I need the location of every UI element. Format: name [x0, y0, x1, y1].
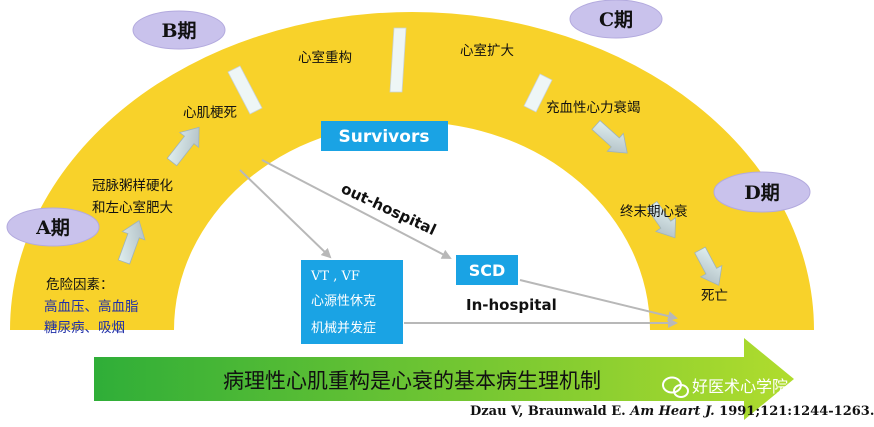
citation-authors: Dzau V, Braunwald E.	[470, 404, 626, 419]
risk-factors-line1: 高血压、高血脂	[44, 298, 139, 315]
atherosclerosis-line1: 冠脉粥样硬化	[92, 177, 173, 194]
watermark: 好医术心学院	[662, 376, 788, 398]
phase-b-label: B期	[161, 20, 196, 42]
mechanism-banner: 病理性心肌重构是心衰的基本病生理机制	[94, 338, 794, 420]
citation-journal: Am Heart J.	[630, 404, 715, 419]
citation-details: 1991;121:1244-1263.	[719, 404, 874, 419]
death-label: 死亡	[701, 288, 728, 304]
phase-d-bubble: D期	[713, 171, 811, 213]
stage-arch	[10, 12, 814, 330]
atherosclerosis-line2: 和左心室肥大	[92, 199, 173, 216]
chf-label: 充血性心力衰竭	[546, 99, 641, 116]
progression-arrows	[117, 119, 723, 286]
survivors-box: Survivors	[321, 121, 448, 151]
mi-label: 心肌梗死	[183, 105, 237, 121]
risk-factors-line2: 糖尿病、吸烟	[44, 320, 125, 336]
phase-b-bubble: B期	[132, 10, 226, 50]
diagram-canvas: A期 B期 C期 D期 危险因素： 高血压、高血脂 糖尿病、吸烟 冠脉粥样硬化 …	[6, 0, 814, 420]
survivors-label: Survivors	[339, 127, 430, 147]
complications-line1: VT , VF	[310, 269, 360, 284]
phase-a-bubble: A期	[6, 207, 100, 247]
citation: Dzau V, Braunwald E. Am Heart J. 1991;12…	[470, 404, 874, 419]
arch-dividers	[227, 27, 553, 115]
scd-label: SCD	[469, 261, 506, 280]
risk-factors-title: 危险因素：	[46, 277, 114, 293]
complications-line3: 机械并发症	[311, 320, 376, 336]
dilation-label: 心室扩大	[460, 42, 514, 59]
phase-c-bubble: C期	[569, 0, 663, 39]
complications-box: VT , VF 心源性休克 机械并发症	[301, 260, 403, 344]
phase-a-label: A期	[35, 217, 70, 239]
in-hospital-label: In-hospital	[466, 296, 557, 314]
endstage-label: 终末期心衰	[620, 203, 688, 220]
wechat-icon	[662, 376, 689, 398]
scd-box: SCD	[456, 255, 518, 285]
out-hospital-label: out-hospital	[338, 179, 439, 239]
phase-d-label: D期	[744, 182, 779, 204]
remodeling-label: 心室重构	[298, 49, 352, 66]
complications-line2: 心源性休克	[311, 294, 376, 309]
phase-c-label: C期	[599, 9, 633, 31]
outcome-flow-lines	[239, 159, 678, 328]
banner-text: 病理性心肌重构是心衰的基本病生理机制	[223, 369, 601, 393]
watermark-text: 好医术心学院	[692, 377, 788, 396]
